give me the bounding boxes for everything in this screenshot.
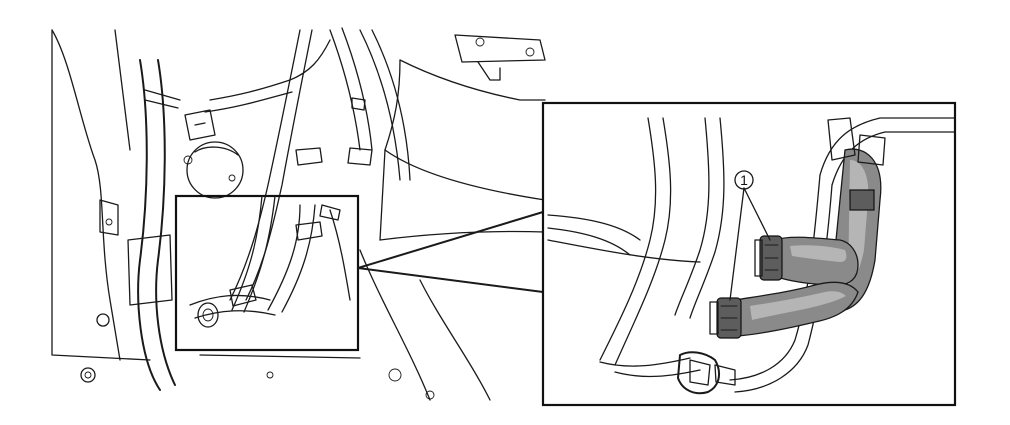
detail-inset: 1 xyxy=(543,103,956,405)
detail-region-contents xyxy=(189,195,351,328)
callout-number: 1 xyxy=(740,172,748,188)
zoom-leader-top xyxy=(357,211,544,269)
detail-region-frame xyxy=(174,194,360,352)
zoom-leader-bottom xyxy=(357,267,544,293)
overview-illustration xyxy=(51,27,546,401)
callout-circle xyxy=(734,170,754,190)
callout-leader-lower xyxy=(729,187,745,301)
detail-inset-frame xyxy=(541,101,957,407)
callout-leader-upper xyxy=(743,187,771,241)
